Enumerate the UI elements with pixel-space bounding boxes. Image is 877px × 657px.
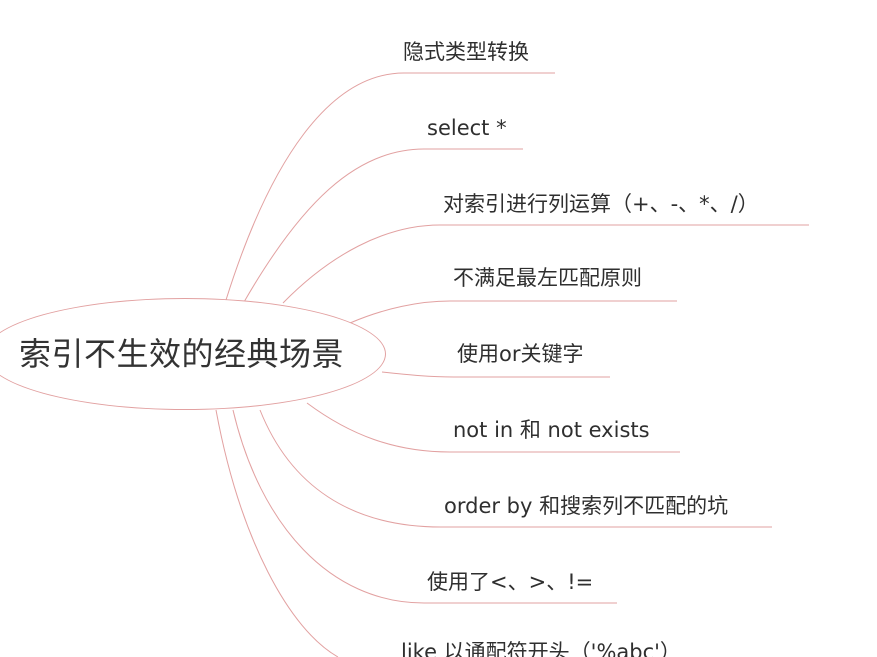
branch-node-5[interactable]: 使用or关键字	[457, 342, 584, 366]
branch-node-3[interactable]: 对索引进行列运算（+、-、*、/）	[443, 192, 759, 216]
connector-branch-6	[306, 402, 451, 453]
branch-node-9[interactable]: like 以通配符开头（'%abc'）	[401, 640, 681, 657]
connector-branch-2	[243, 148, 425, 303]
branch-node-8[interactable]: 使用了<、>、!=	[427, 570, 594, 594]
branch-node-6[interactable]: not in 和 not exists	[453, 418, 650, 442]
branch-node-1[interactable]: 隐式类型转换	[403, 40, 529, 64]
connector-branch-9	[215, 409, 339, 657]
connector-branch-5	[381, 371, 455, 378]
connector-branch-7	[259, 409, 442, 528]
watermark	[706, 650, 802, 657]
connector-branch-8	[232, 409, 425, 604]
branch-node-2[interactable]: select *	[427, 116, 507, 140]
connector-branch-4	[349, 300, 451, 324]
root-node[interactable]	[0, 298, 386, 410]
root-node-label: 索引不生效的经典场景	[19, 335, 345, 373]
connector-branch-1	[225, 72, 405, 301]
connector-branch-3	[282, 224, 441, 304]
branch-node-7[interactable]: order by 和搜索列不匹配的坑	[444, 494, 729, 518]
branch-node-4[interactable]: 不满足最左匹配原则	[453, 266, 642, 290]
